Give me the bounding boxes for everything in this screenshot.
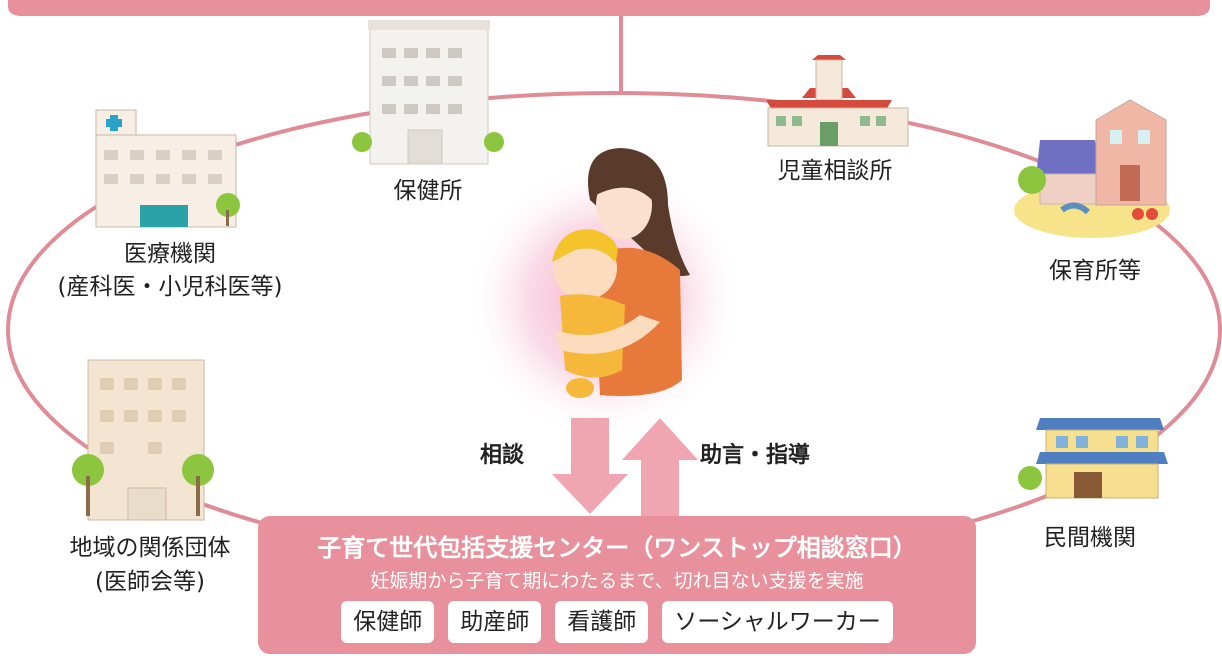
- medical-institution-sublabel: (産科医・小児科医等): [57, 274, 283, 300]
- role-nurse: 看護師: [555, 601, 649, 643]
- role-social-worker: ソーシャルワーカー: [662, 601, 893, 643]
- hospital-building-icon: [95, 109, 240, 228]
- nursery-building-icon: [1014, 99, 1170, 238]
- local-organization-sublabel: (医師会等): [95, 569, 205, 595]
- private-institution-building-icon: [1018, 418, 1168, 499]
- role-midwife: 助産師: [448, 601, 542, 643]
- advice-arrow-label: 助言・指導: [700, 443, 811, 468]
- nursery-label: 保育所等: [1049, 258, 1141, 284]
- staff-roles: 保健師 助産師 看護師 ソーシャルワーカー: [258, 601, 976, 643]
- top-banner-edge: [8, 0, 1210, 16]
- support-center-subtitle: 妊娠期から子育て期にわたるまで、切れ目ない支援を実施: [370, 570, 864, 592]
- support-center-box: 子育て世代包括支援センター（ワンストップ相談窓口） 妊娠期から子育て期にわたるま…: [258, 516, 976, 654]
- mother-baby-illustration: [552, 148, 690, 398]
- medical-institution-label: 医療機関: [124, 241, 216, 267]
- support-center-title: 子育て世代包括支援センター（ワンストップ相談窓口）: [317, 534, 917, 562]
- consult-arrow-label: 相談: [480, 443, 525, 468]
- local-organization-label: 地域の関係団体: [69, 535, 231, 561]
- health-center-building-icon: [352, 20, 504, 165]
- child-guidance-center-icon: [766, 55, 909, 147]
- child-guidance-center-label: 児童相談所: [777, 158, 893, 184]
- advice-arrow-up: [622, 418, 698, 516]
- private-institution-label: 民間機関: [1044, 525, 1136, 551]
- role-public-health-nurse: 保健師: [341, 601, 435, 643]
- consult-arrow-down: [552, 418, 628, 514]
- health-center-label: 保健所: [393, 178, 463, 204]
- local-organization-building-icon: [72, 359, 214, 521]
